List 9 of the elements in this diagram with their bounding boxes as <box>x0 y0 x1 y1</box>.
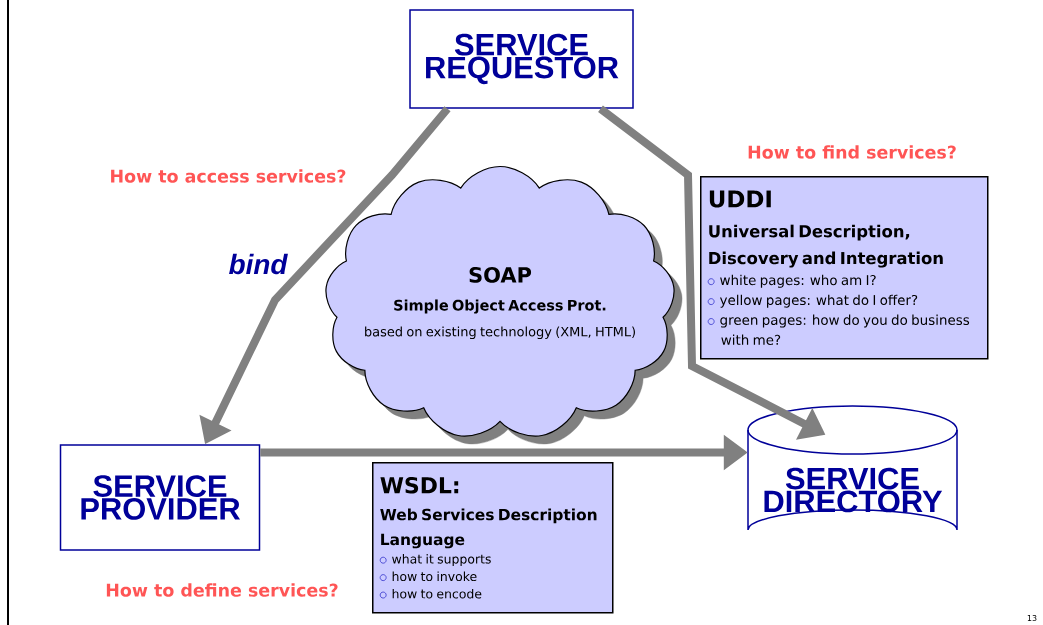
question-label: How to define services? <box>106 583 338 597</box>
info-panel: WSDL: Web Services Description Language what it supports how to invoke how to encode <box>372 462 614 614</box>
database-cylinder: SERVICE DIRECTORY <box>747 405 958 531</box>
question-label: How to find services? <box>748 145 956 159</box>
service-box: SERVICE PROVIDER <box>59 444 261 551</box>
service-box: SERVICE REQUESTOR <box>409 9 634 109</box>
node-label: SERVICE DIRECTORY <box>764 467 943 513</box>
edge-label: bind <box>227 252 289 276</box>
info-panel: UDDI Universal Description, Discovery and Integration white pages: who am I? yellow pages: what do I offer? green pages: how do you do business with me? <box>700 176 989 360</box>
